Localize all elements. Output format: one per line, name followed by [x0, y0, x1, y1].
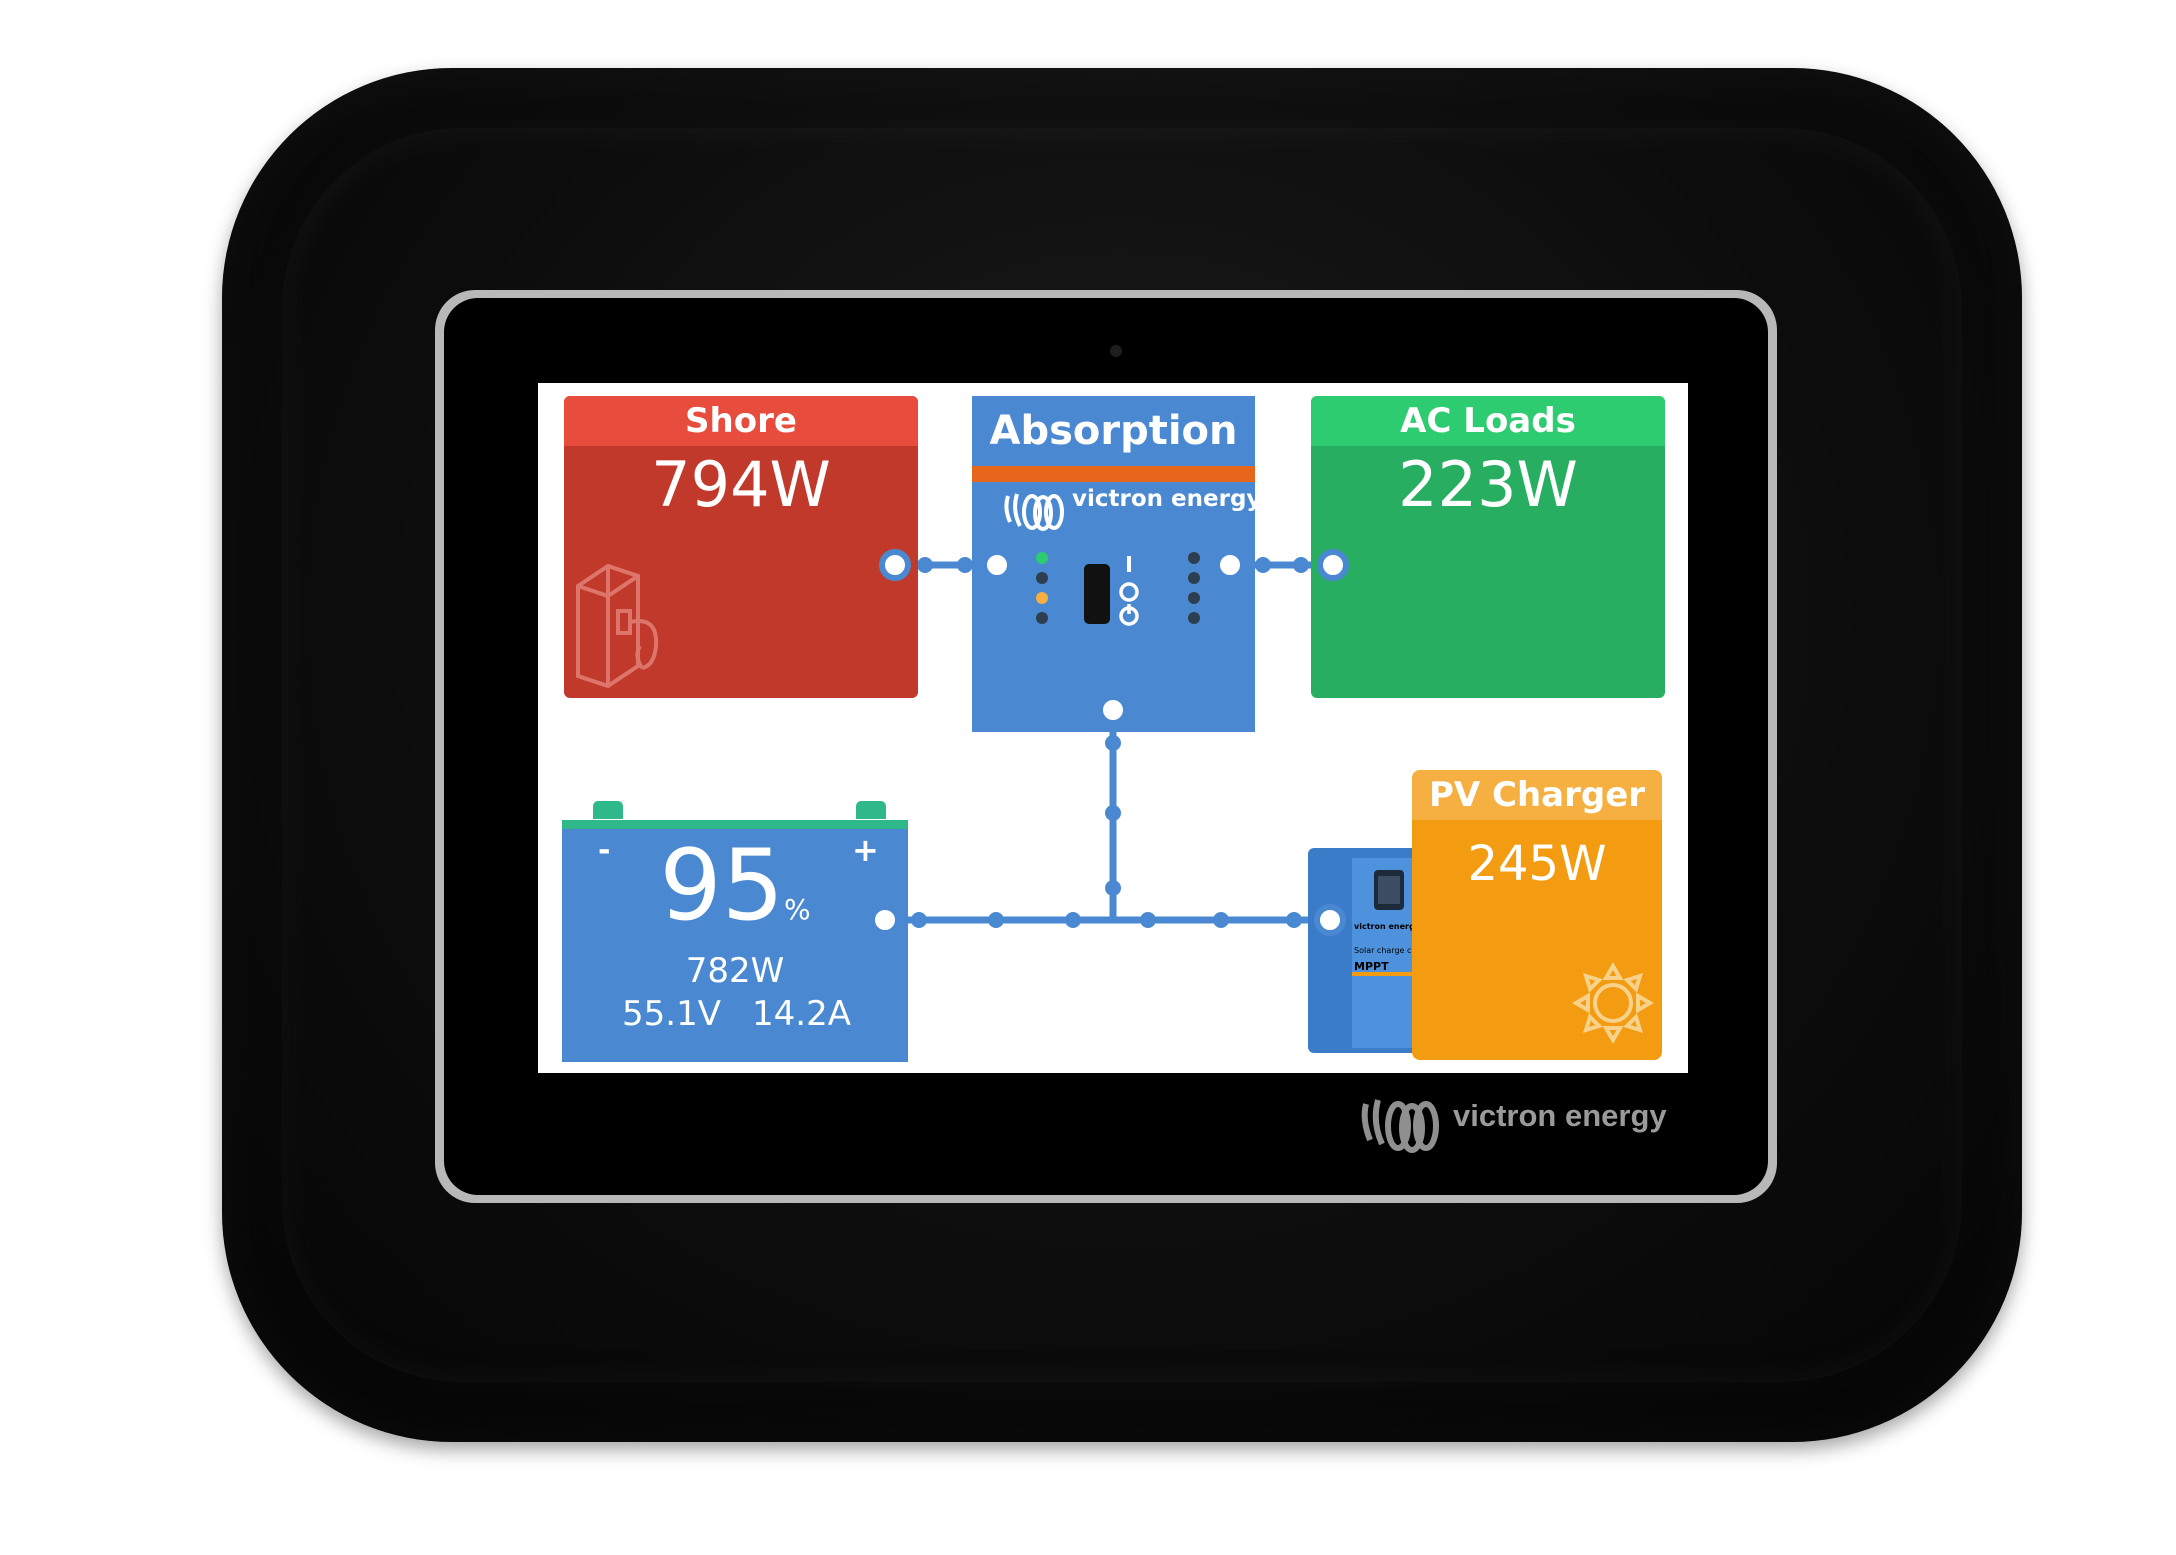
- device-brand-logo: victron energy: [1358, 1090, 1688, 1160]
- pv-charger-title: PV Charger: [1428, 775, 1646, 815]
- inverter-brand-wordmark: victron energy: [1072, 486, 1262, 512]
- battery-plus-label: +: [852, 831, 879, 869]
- brand-wordmark: victron energy: [1453, 1098, 1667, 1133]
- mppt-model-label: MPPT: [1354, 960, 1389, 973]
- pv-charger-tile-header: [1412, 770, 1662, 820]
- wire-endpoints: [869, 549, 1349, 936]
- inverter-control-panel-icon: [1036, 552, 1200, 626]
- mppt-brand-label: victron energy: [1354, 922, 1420, 931]
- sun-icon: [1572, 962, 1654, 1044]
- battery-voltage: 55.1V: [622, 994, 721, 1034]
- pv-charger-power: 245W: [1467, 836, 1607, 892]
- battery-terminal-positive: [856, 801, 886, 819]
- mppt-orange-band: [1352, 972, 1412, 976]
- shore-tile-header: [564, 396, 918, 446]
- battery-tile[interactable]: - + 95% 782W 55.1V 14.2A: [562, 820, 908, 1062]
- battery-soc-unit: %: [784, 893, 811, 926]
- battery-current: 14.2A: [752, 994, 851, 1034]
- shore-power: 794W: [651, 448, 831, 521]
- battery-soc-value: 95: [659, 829, 785, 943]
- battery-power: 782W: [685, 951, 785, 991]
- inverter-tile[interactable]: Absorption victron energy: [972, 396, 1261, 732]
- shore-tile[interactable]: Shore 794W: [564, 396, 918, 698]
- mppt-display-icon: [1374, 870, 1404, 910]
- victron-logo-icon: [1361, 1099, 1439, 1153]
- camera-sensor: [1110, 345, 1122, 357]
- shore-title: Shore: [685, 401, 797, 441]
- battery-soc: 95%: [562, 829, 908, 943]
- mppt-sub-label: Solar charge c: [1354, 946, 1412, 955]
- mppt-charger-image: victron energy Solar charge c MPPT: [1308, 848, 1420, 1053]
- battery-minus-label: -: [598, 833, 611, 868]
- ac-loads-power: 223W: [1398, 448, 1578, 521]
- ac-loads-tile-header: [1311, 396, 1665, 446]
- pv-charger-tile[interactable]: PV Charger 245W: [1412, 770, 1662, 1060]
- shore-power-plug-icon: [576, 563, 659, 689]
- inverter-orange-stripe: [972, 466, 1255, 482]
- ac-loads-tile[interactable]: AC Loads 223W: [1311, 396, 1665, 698]
- victron-logo-icon: [1004, 493, 1064, 531]
- gx-touch-display: Shore 794W Absorption vict: [538, 383, 1688, 1073]
- inverter-state: Absorption: [989, 408, 1238, 454]
- battery-terminal-negative: [593, 801, 623, 819]
- ac-loads-title: AC Loads: [1400, 401, 1576, 441]
